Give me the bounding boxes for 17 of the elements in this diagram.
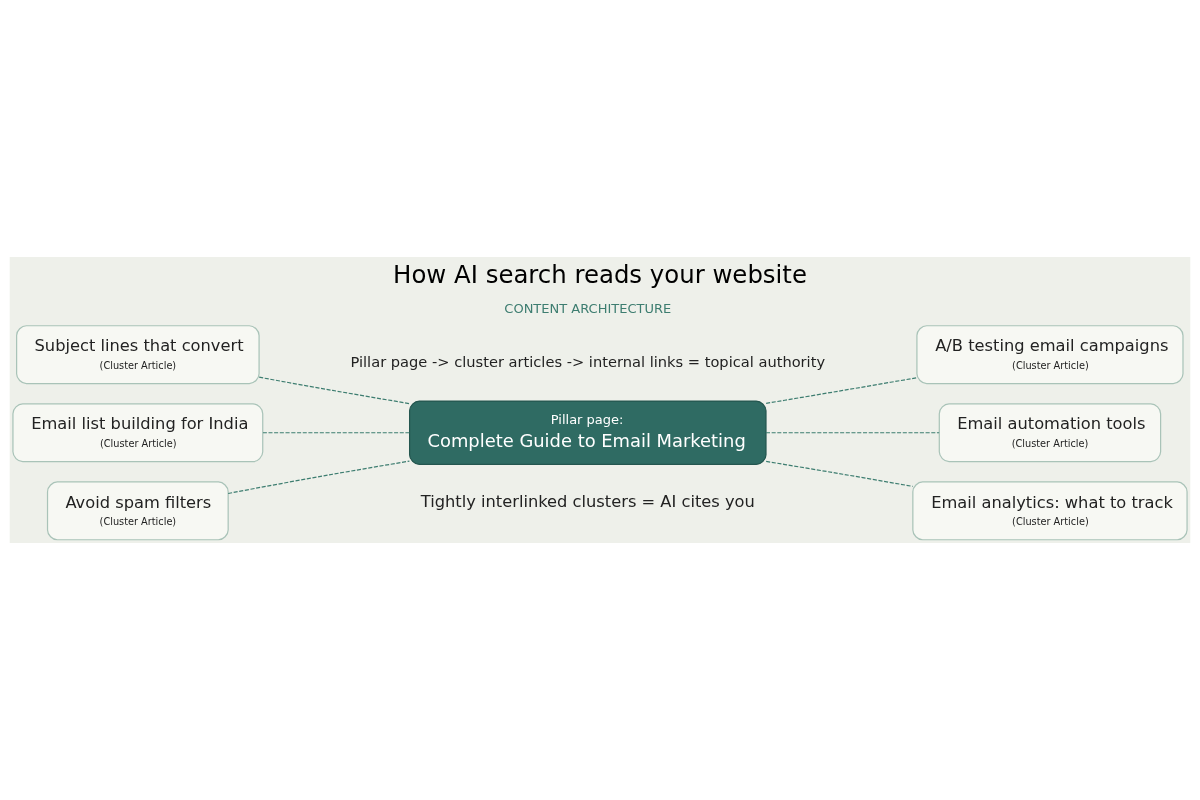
node-box: A/B testing email campaigns (Cluster Article) — [916, 325, 1184, 385]
node-box: Subject lines that convert (Cluster Article) — [16, 325, 260, 385]
label: CONTENT ARCHITECTURE — [504, 300, 672, 316]
connector — [262, 432, 411, 434]
label: Pillar page -> cluster articles -> internal links = topical authority — [350, 353, 826, 371]
node-box: Email analytics: what to track (Cluster Article) — [912, 481, 1188, 541]
node-box: Email automation tools (Cluster Article) — [938, 403, 1162, 463]
caption: Tightly interlinked clusters = AI cites you — [420, 491, 755, 511]
node-box: Pillar page: Complete Guide to Email Marketing — [409, 400, 767, 466]
connector — [227, 460, 411, 495]
connector — [765, 460, 914, 487]
connector — [258, 376, 411, 405]
connector — [765, 377, 918, 404]
node-box: Email list building for India (Cluster Article) — [12, 403, 264, 463]
connector — [765, 432, 940, 434]
diagram-title: How AI search reads your website — [393, 260, 807, 290]
node-box: Avoid spam filters (Cluster Article) — [46, 481, 229, 541]
